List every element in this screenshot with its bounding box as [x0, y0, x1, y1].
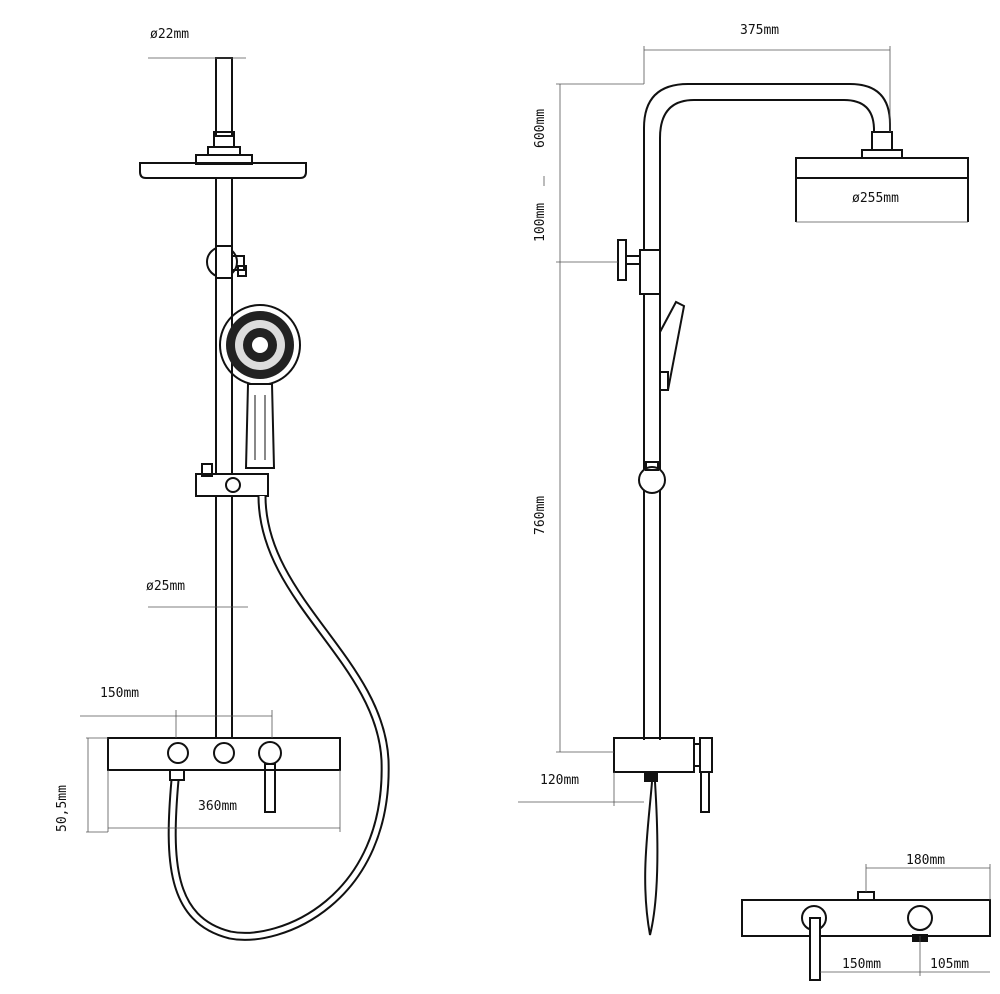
- side-dimensions: [518, 46, 891, 806]
- side-hand-shower: [659, 300, 686, 391]
- front-hose: [167, 495, 390, 941]
- label-mixer-width: 360mm: [198, 799, 237, 814]
- front-slide-holder: [195, 463, 269, 497]
- front-hand-shower: [219, 304, 301, 469]
- side-rain-head: [795, 157, 969, 223]
- label-pipe-top: ø22mm: [150, 27, 189, 42]
- top-view-mixer: 180mm 150mm 105mm: [741, 853, 991, 981]
- side-hose: [644, 781, 659, 936]
- label-head-diameter: ø255mm: [852, 191, 899, 206]
- side-mixer: [613, 737, 713, 813]
- flow-knob: [213, 742, 235, 764]
- front-top-pipe: [207, 57, 241, 156]
- label-upper-height-a: 600mm: [533, 109, 548, 148]
- label-pipe-bar: ø25mm: [146, 579, 185, 594]
- label-wall-offset: 120mm: [540, 773, 579, 788]
- label-top-spacing: 180mm: [906, 853, 945, 868]
- label-bottom-spacing: 150mm: [842, 957, 881, 972]
- label-upper-height-b: 100mm: [533, 203, 548, 242]
- front-rain-head: [139, 154, 307, 179]
- diverter-knob: [167, 742, 189, 764]
- label-mixer-height: 50,5mm: [55, 785, 70, 832]
- front-dimensions: [80, 57, 341, 833]
- side-wall-bracket: [617, 239, 661, 295]
- label-edge-offset: 105mm: [930, 957, 969, 972]
- temperature-knob: [258, 741, 282, 765]
- label-arm-reach: 375mm: [740, 23, 779, 38]
- side-slider-knob: [638, 466, 666, 494]
- front-wall-bracket: [206, 245, 247, 279]
- label-riser-height: 760mm: [533, 496, 548, 535]
- top-view-right-knob: [907, 905, 933, 931]
- side-view: 375mm 600mm 100mm ø255mm 760mm 120mm: [518, 23, 969, 936]
- side-riser-arm: [643, 83, 903, 740]
- front-mixer: [107, 737, 341, 813]
- label-outlet-spacing: 150mm: [100, 686, 139, 701]
- front-view: ø22mm ø25mm 150mm 360mm 50,5mm: [55, 27, 390, 941]
